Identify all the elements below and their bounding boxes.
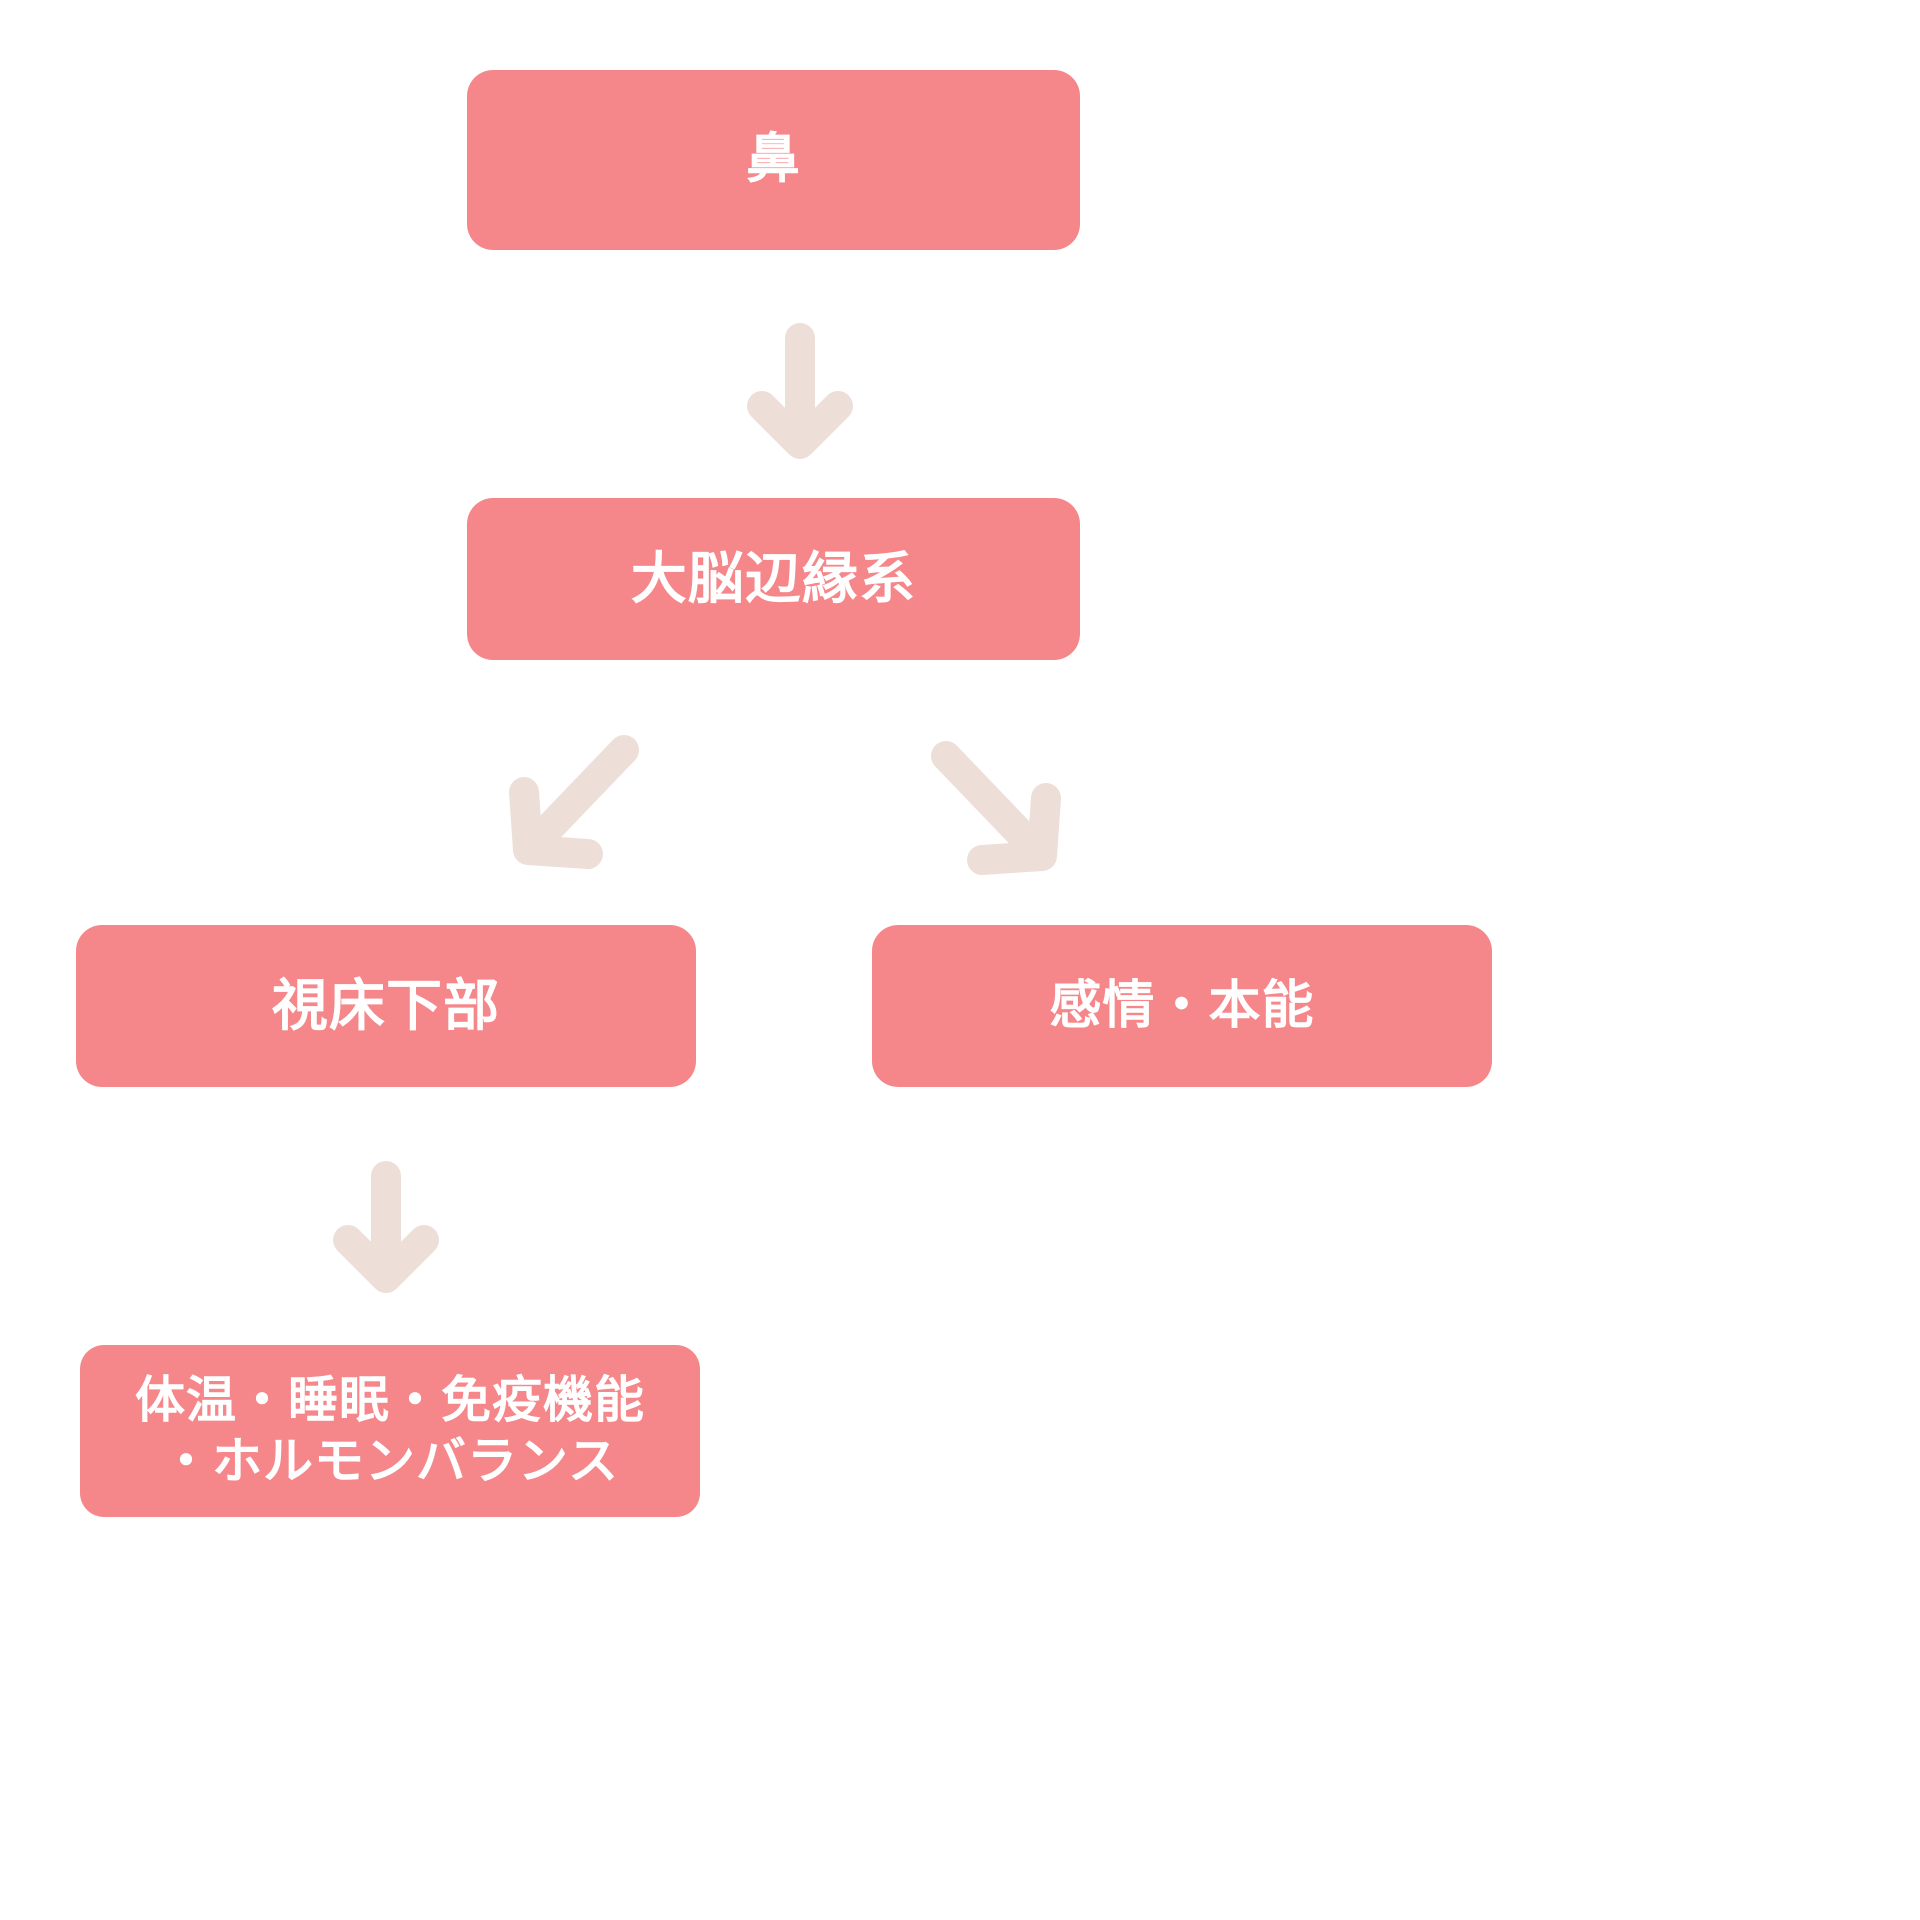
arrow-down-right-limbic-to-emotion [926,736,1070,882]
node-hypothalamus[interactable]: 視床下部 [76,925,696,1087]
arrow-down-left-limbic-to-hypothalamus [500,730,644,876]
node-nose-label: 鼻 [745,129,802,190]
node-emotion-instinct-label: 感情・本能 [1049,976,1315,1035]
node-limbic-system-label: 大脳辺縁系 [630,547,917,611]
node-hypothalamus-label: 視床下部 [271,974,501,1038]
node-emotion-instinct[interactable]: 感情・本能 [872,925,1492,1087]
node-body-functions-label: 体温・睡眠・免疫機能 ・ホルモンバランス [135,1372,645,1489]
node-body-functions[interactable]: 体温・睡眠・免疫機能 ・ホルモンバランス [80,1345,700,1517]
node-limbic-system[interactable]: 大脳辺縁系 [467,498,1080,660]
arrow-down-hypothalamus-to-functions [324,1160,448,1302]
arrow-down-nose-to-limbic [738,322,862,464]
node-nose[interactable]: 鼻 [467,70,1080,250]
